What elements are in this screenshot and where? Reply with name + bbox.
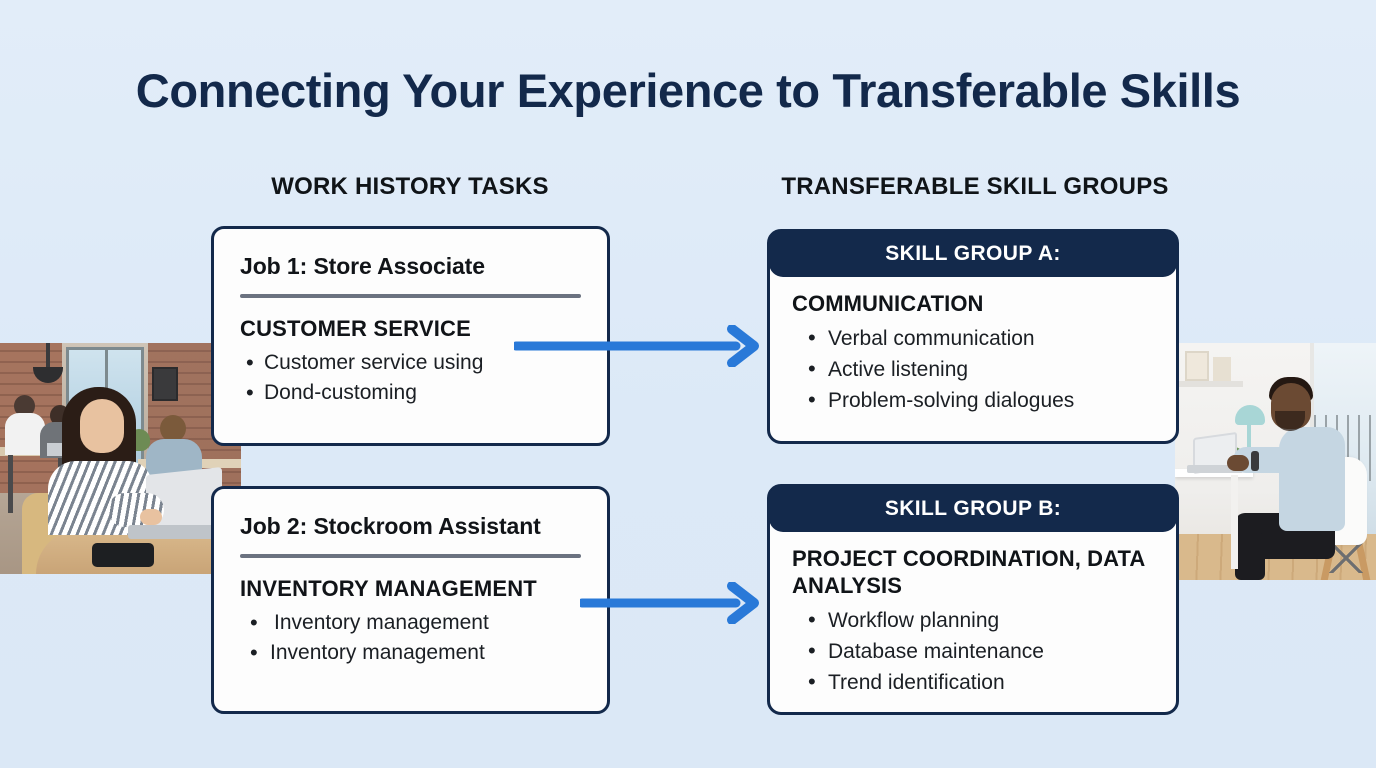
job-card-1-role: Store Associate	[313, 253, 485, 279]
list-item: Dond-customing	[240, 377, 581, 408]
job-card-2-label: Job 2:	[240, 513, 308, 539]
skill-group-a-header: SKILL GROUP A:	[769, 231, 1177, 277]
page-title: Connecting Your Experience to Transferab…	[135, 64, 1241, 117]
job-card-1-skill-heading: CUSTOMER SERVICE	[240, 316, 471, 341]
list-item: Trend identification	[792, 666, 1156, 699]
list-item: Customer service using	[240, 347, 581, 378]
list-item: Problem-solving dialogues	[792, 384, 1156, 417]
job-card-1-divider	[240, 294, 581, 298]
job-card-2-role: Stockroom Assistant	[313, 513, 541, 539]
skill-group-a-name: COMMUNICATION	[792, 291, 984, 316]
list-item: Inventory management	[240, 637, 581, 668]
skill-group-b-name: PROJECT COORDINATION, DATA ANALYSIS	[792, 546, 1145, 598]
list-item: Verbal communication	[792, 322, 1156, 355]
photo-man-at-desk	[1175, 343, 1376, 580]
column-header-skill-groups: TRANSFERABLE SKILL GROUPS	[781, 173, 1169, 200]
skill-group-b-bullet-list: Workflow planning Database maintenance T…	[792, 604, 1156, 699]
job-card-2-title: Job 2: Stockroom Assistant	[240, 513, 581, 540]
photo-woman-at-laptop	[0, 343, 241, 574]
list-item: Workflow planning	[792, 604, 1156, 637]
job-card-1-bullet-list: Customer service using Dond-customing	[240, 347, 581, 408]
list-item: Inventory management	[240, 607, 581, 638]
job-card-2-skill-heading: INVENTORY MANAGEMENT	[240, 576, 537, 601]
skill-group-b-header: SKILL GROUP B:	[769, 486, 1177, 532]
job-card-1-label: Job 1:	[240, 253, 308, 279]
skill-group-card-a[interactable]: SKILL GROUP A: COMMUNICATION Verbal comm…	[767, 229, 1179, 444]
job-card-1-title: Job 1: Store Associate	[240, 253, 581, 280]
job-card-1[interactable]: Job 1: Store Associate CUSTOMER SERVICE …	[211, 226, 610, 446]
job-card-2-divider	[240, 554, 581, 558]
job-card-2-bullet-list: Inventory management Inventory managemen…	[240, 607, 581, 668]
list-item: Active listening	[792, 353, 1156, 386]
arrow-right-icon-job1-to-group-a	[514, 325, 759, 367]
list-item: Database maintenance	[792, 635, 1156, 668]
job-card-2[interactable]: Job 2: Stockroom Assistant INVENTORY MAN…	[211, 486, 610, 714]
skill-group-card-b[interactable]: SKILL GROUP B: PROJECT COORDINATION, DAT…	[767, 484, 1179, 715]
skill-group-a-bullet-list: Verbal communication Active listening Pr…	[792, 322, 1156, 417]
arrow-right-icon-job2-to-group-b	[580, 582, 759, 624]
column-header-work-history: WORK HISTORY TASKS	[271, 173, 549, 200]
